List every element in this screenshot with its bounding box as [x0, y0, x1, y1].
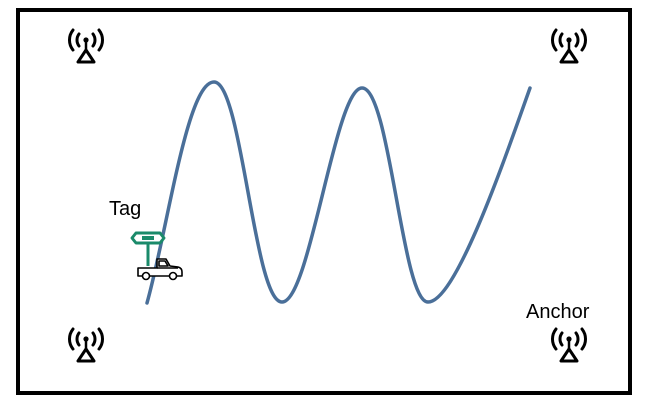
tag-pin-icon	[130, 231, 166, 266]
tag-label: Tag	[109, 198, 142, 220]
anchor-top-left-icon	[67, 28, 105, 64]
anchor-bottom-left-icon	[67, 327, 105, 363]
diagram-border	[16, 8, 632, 395]
anchor-bottom-right-icon	[550, 327, 588, 363]
anchor-top-right-icon	[550, 28, 588, 64]
pickup-truck-icon	[137, 258, 183, 281]
anchor-label: Anchor	[526, 301, 590, 323]
trajectory-curve	[145, 80, 532, 305]
